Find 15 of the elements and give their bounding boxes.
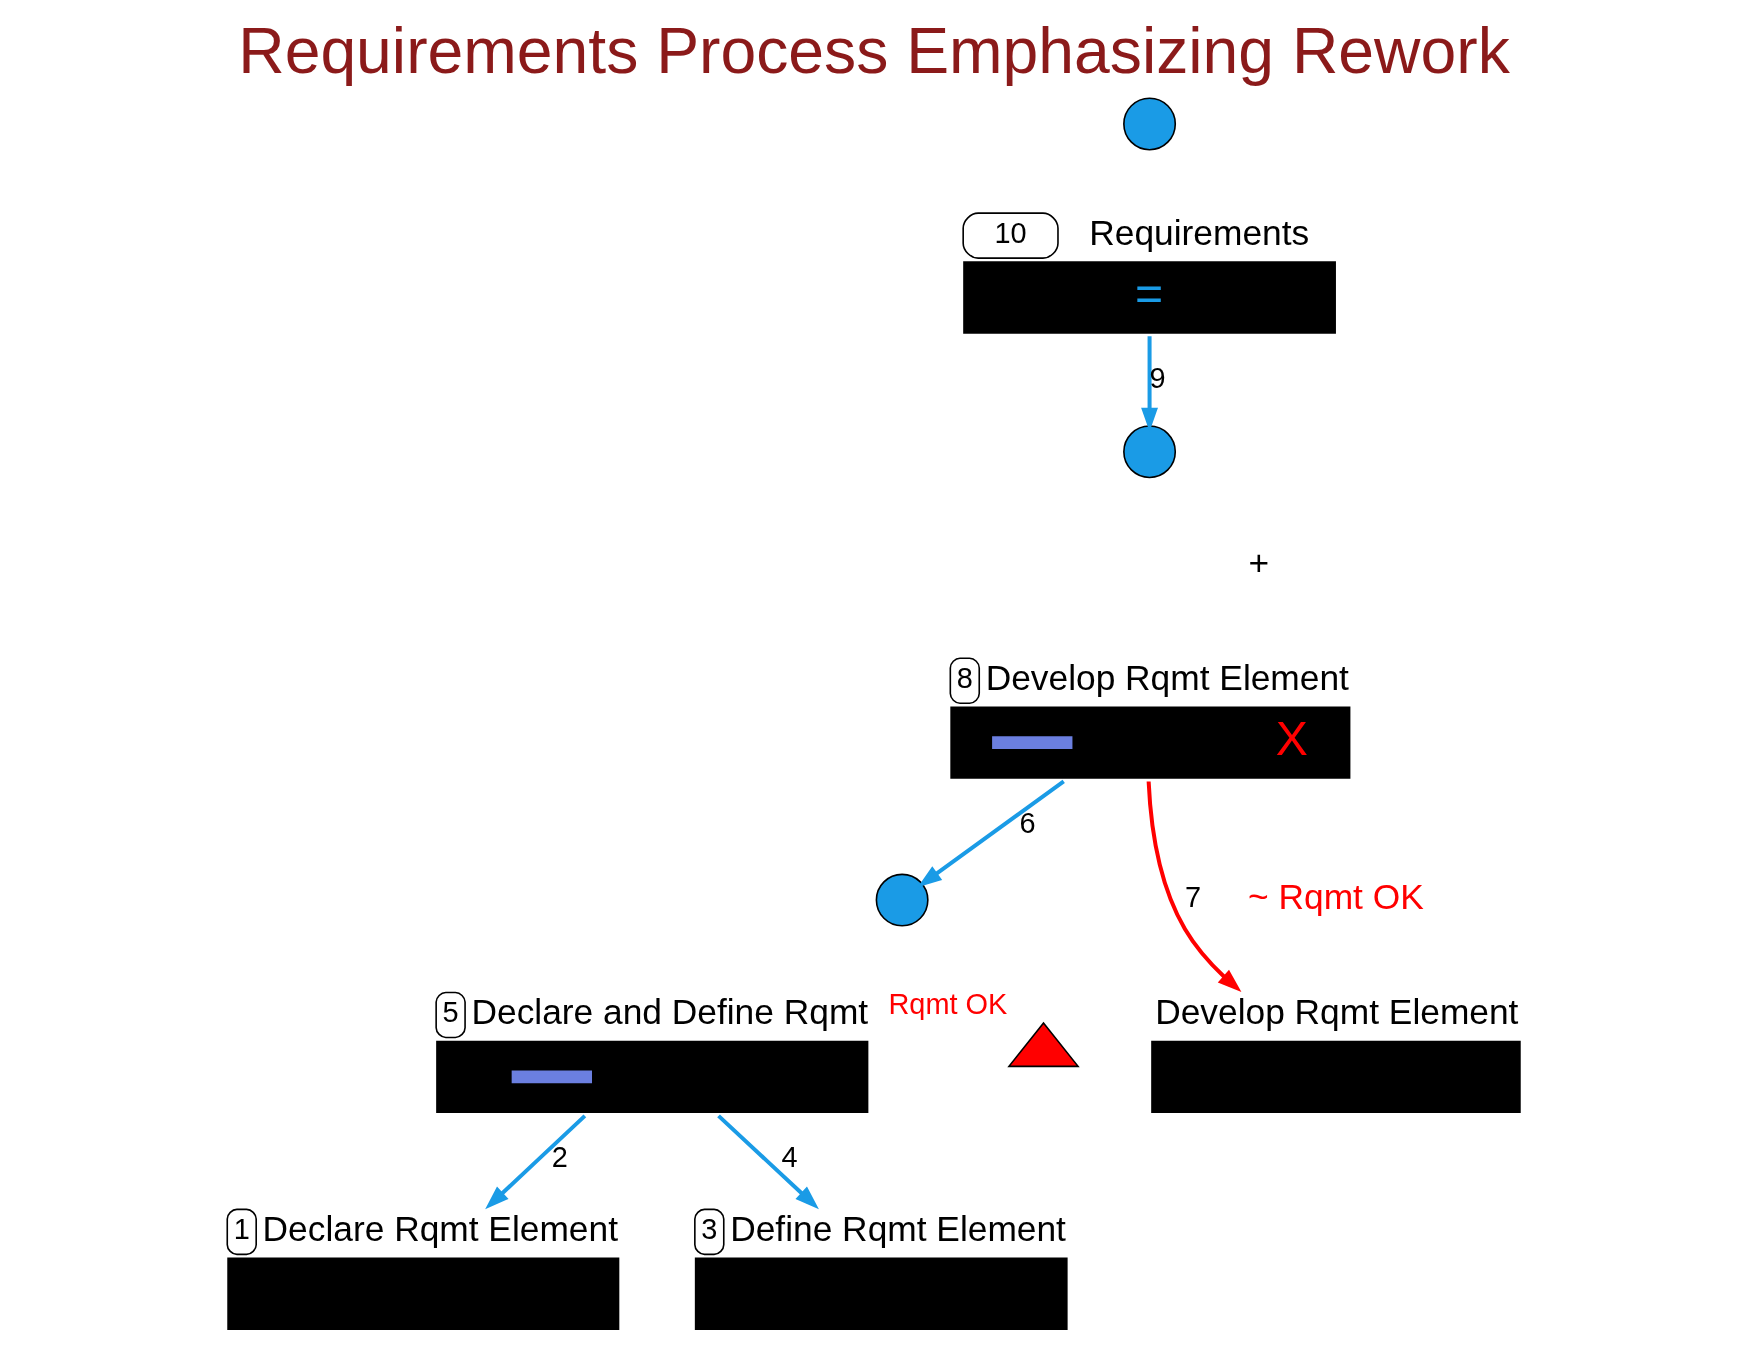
node-label: Rqmt OK <box>888 987 1008 1020</box>
node-label: 8 <box>956 661 973 694</box>
node-label: 1 <box>233 1212 250 1245</box>
node-label: 5 <box>442 996 459 1029</box>
edge-label: 7 <box>1184 881 1201 914</box>
edge-label: 2 <box>551 1141 568 1174</box>
edge-label: 6 <box>1019 807 1036 840</box>
diagram-title: Requirements Process Emphasizing Rework <box>238 14 1510 87</box>
label: + <box>1248 542 1270 582</box>
edge-label: 9 <box>1149 362 1166 395</box>
node-label: 10 <box>994 216 1027 249</box>
label: ~ Rqmt OK <box>1248 877 1424 917</box>
node-label: Develop Rqmt Element <box>1155 991 1519 1031</box>
edge-label: 4 <box>781 1141 798 1174</box>
node-label: 3 <box>701 1212 718 1245</box>
